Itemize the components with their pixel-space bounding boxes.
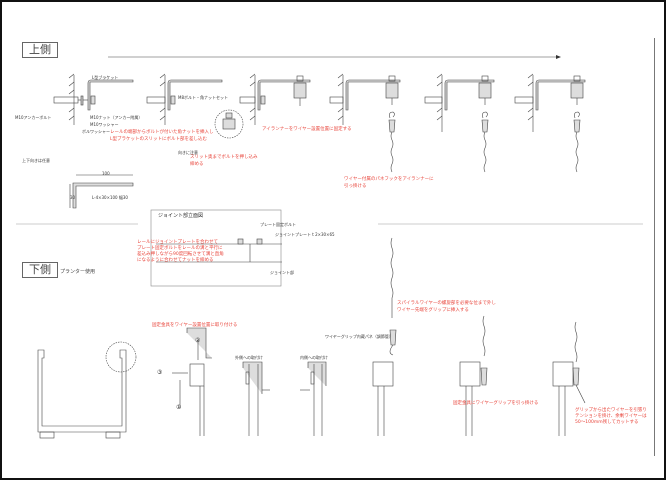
instr-insert-nut-2: L型ブラケットのスリットにボルト部を差し込む [110,137,208,142]
lower-section-title: 下側 [22,262,58,278]
instr-insert-nut: レールの端部からボルトが付いた角ナットを挿入し [110,130,214,135]
fitting-step-1 [172,327,212,436]
label-inner-attach: 内側への取付け [300,355,328,360]
instr-hook-2: 引っ掛ける [344,184,367,189]
step-3-marker: ③ [157,369,163,376]
upper-section-title: 上側 [22,42,58,58]
wall-step-1 [53,73,134,125]
label-m8-bolt-set: M8ボルト・角ナットセット [178,95,228,100]
step-1-marker: ① [176,404,182,411]
joint-instr-3: 差込み押しながら90度回転させて溝と直角 [137,252,224,257]
instr-cut-3: 50〜100mm残してカットする [575,420,639,425]
label-m10-washer: M10ワッシャー [90,122,119,127]
instr-attach-fitting: 固定金具をワイヤー設置位置に取り付ける [152,323,238,328]
dim-100: 100 [102,171,110,176]
instr-spiral-1: スパイラルワイヤーの螺旋部を必要な位まで外し [397,301,496,306]
label-m10-nut: M10ナット（アンカー附属） [90,115,143,120]
fitting-inner [300,361,327,436]
label-anchor-bolt: M10アンカーボルト [15,115,52,120]
instr-hook-1: ワイヤー付属のパネフックをアイランナーに [344,177,434,182]
bracket-detail [69,174,134,209]
instr-push-slit: スリット奥までボルトを押し込み [190,155,258,160]
label-outer-attach: 外側への取付け [235,355,263,360]
label-grip: ワイヤーグリップ内蔵パネ（調節管） [325,334,393,339]
fitting-step-6 [552,321,586,436]
joint-instr-4: になるように合わせてナットを締める [137,258,214,263]
fitting-step-4 [372,237,397,436]
label-up-down: 上下向きは任意 [22,158,50,163]
label-bolt-washer: ボルワッシャー [82,129,110,134]
label-orientation: 向きに注意 [178,150,198,155]
bracket-spec: L-4×30×100 幅30 [92,195,128,200]
instr-push-slit-2: 締める [190,162,204,167]
lower-section-subtitle: プランター使用 [60,269,96,275]
sequence-arrow-head [556,55,561,59]
instr-set-eyelet: アイランナーをワイヤー設置位置に固定する [262,127,352,132]
joint-title: ジョイント部立面図 [158,213,204,219]
right-border-line [654,38,655,456]
fitting-step-5 [459,315,488,436]
planter-section [37,341,137,439]
joint-part: ジョイント部 [270,270,294,275]
joint-detail-box [150,209,282,287]
instr-spiral-2: ワイヤー先端をグリップに挿入する [397,308,469,313]
wall-step-3 [239,73,311,125]
instr-cut-1: グリップから出たワイヤーを引張り [575,408,647,413]
wall-step-6 [514,73,586,173]
joint-plate-bolt: プレート固定ボルト [260,222,296,227]
label-l-bracket: L型ブラケット [92,75,119,80]
instr-cut-2: テンションを掛け、余剰ワイヤーは [575,414,647,419]
dim-30: 30 [70,195,76,200]
instr-hook-grip: 固定金具にワイヤーグリップを引っ掛ける [453,401,539,406]
joint-instr-2: プレート固定ボルトをレールの溝と平行に [137,246,223,251]
fitting-outer [242,361,270,436]
wall-step-5 [424,73,495,173]
joint-plate: ジョイントプレート t 2×30×65 [275,232,335,237]
wall-step-2 [146,73,244,139]
joint-instr-1: レールにジョイントプレートを合わせて [137,240,218,245]
wall-step-4 [329,73,401,173]
step-2-marker: ② [195,337,201,344]
